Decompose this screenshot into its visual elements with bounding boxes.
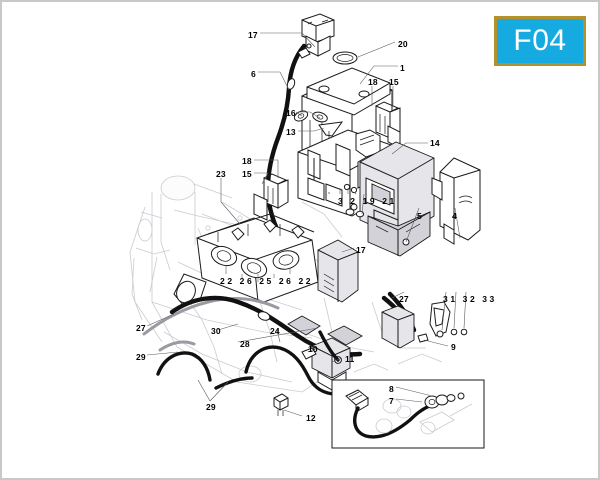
callout-number: 13 (286, 127, 296, 137)
callout-number: 12 (306, 413, 316, 423)
callout-number: 23 (216, 169, 226, 179)
callout-number: 9 (451, 342, 456, 352)
callout-number: 30 (211, 326, 221, 336)
callout-number: 1 (400, 63, 405, 73)
figure-code-badge: F04 (494, 16, 586, 66)
callout-number: 24 (270, 326, 280, 336)
callout-number: 10 (308, 344, 318, 354)
callout-number: 11 (345, 354, 355, 364)
callout-number: 17 (248, 30, 258, 40)
battery-negative-cable (265, 43, 311, 245)
right-bracket-assembly (371, 291, 468, 349)
relay-connector-left (253, 173, 289, 221)
wiring-loom-lower (142, 295, 363, 396)
callout-leader-lines (146, 32, 467, 417)
callout-number: 3 2 19 21 (338, 196, 397, 206)
callout-number: 18 (368, 77, 378, 87)
callout-number: 4 (452, 211, 457, 221)
callout-number: 17 (356, 245, 366, 255)
callout-number: 27 (136, 323, 146, 333)
ecu-cover (431, 157, 481, 245)
callout-number: 15 (242, 169, 252, 179)
callout-number: 29 (136, 352, 146, 362)
callout-number: 16 (286, 108, 296, 118)
callout-number: 20 (398, 39, 408, 49)
throttle-body-assembly (173, 213, 359, 307)
callout-number: 31 32 33 (443, 294, 497, 304)
engine-control-unit (359, 141, 435, 257)
starter-solenoid (301, 13, 335, 57)
callout-number: 29 (206, 402, 216, 412)
ground-bolt (273, 393, 289, 416)
callout-number: 7 (389, 396, 394, 406)
figure-code-label: F04 (513, 24, 567, 57)
callout-number: 22 26 25 26 22 (220, 276, 314, 286)
wiring-harness-detail (331, 379, 485, 449)
callout-number: 5 (417, 211, 422, 221)
callout-number: 27 (399, 294, 409, 304)
battery-terminal-cover (332, 51, 358, 65)
callout-number: 8 (389, 384, 394, 394)
callout-number: 28 (240, 339, 250, 349)
callout-number: 15 (389, 77, 399, 87)
callout-number: 14 (430, 138, 440, 148)
callout-number: 6 (251, 69, 256, 79)
callout-number: 18 (242, 156, 252, 166)
relay-connector-right (375, 101, 401, 149)
